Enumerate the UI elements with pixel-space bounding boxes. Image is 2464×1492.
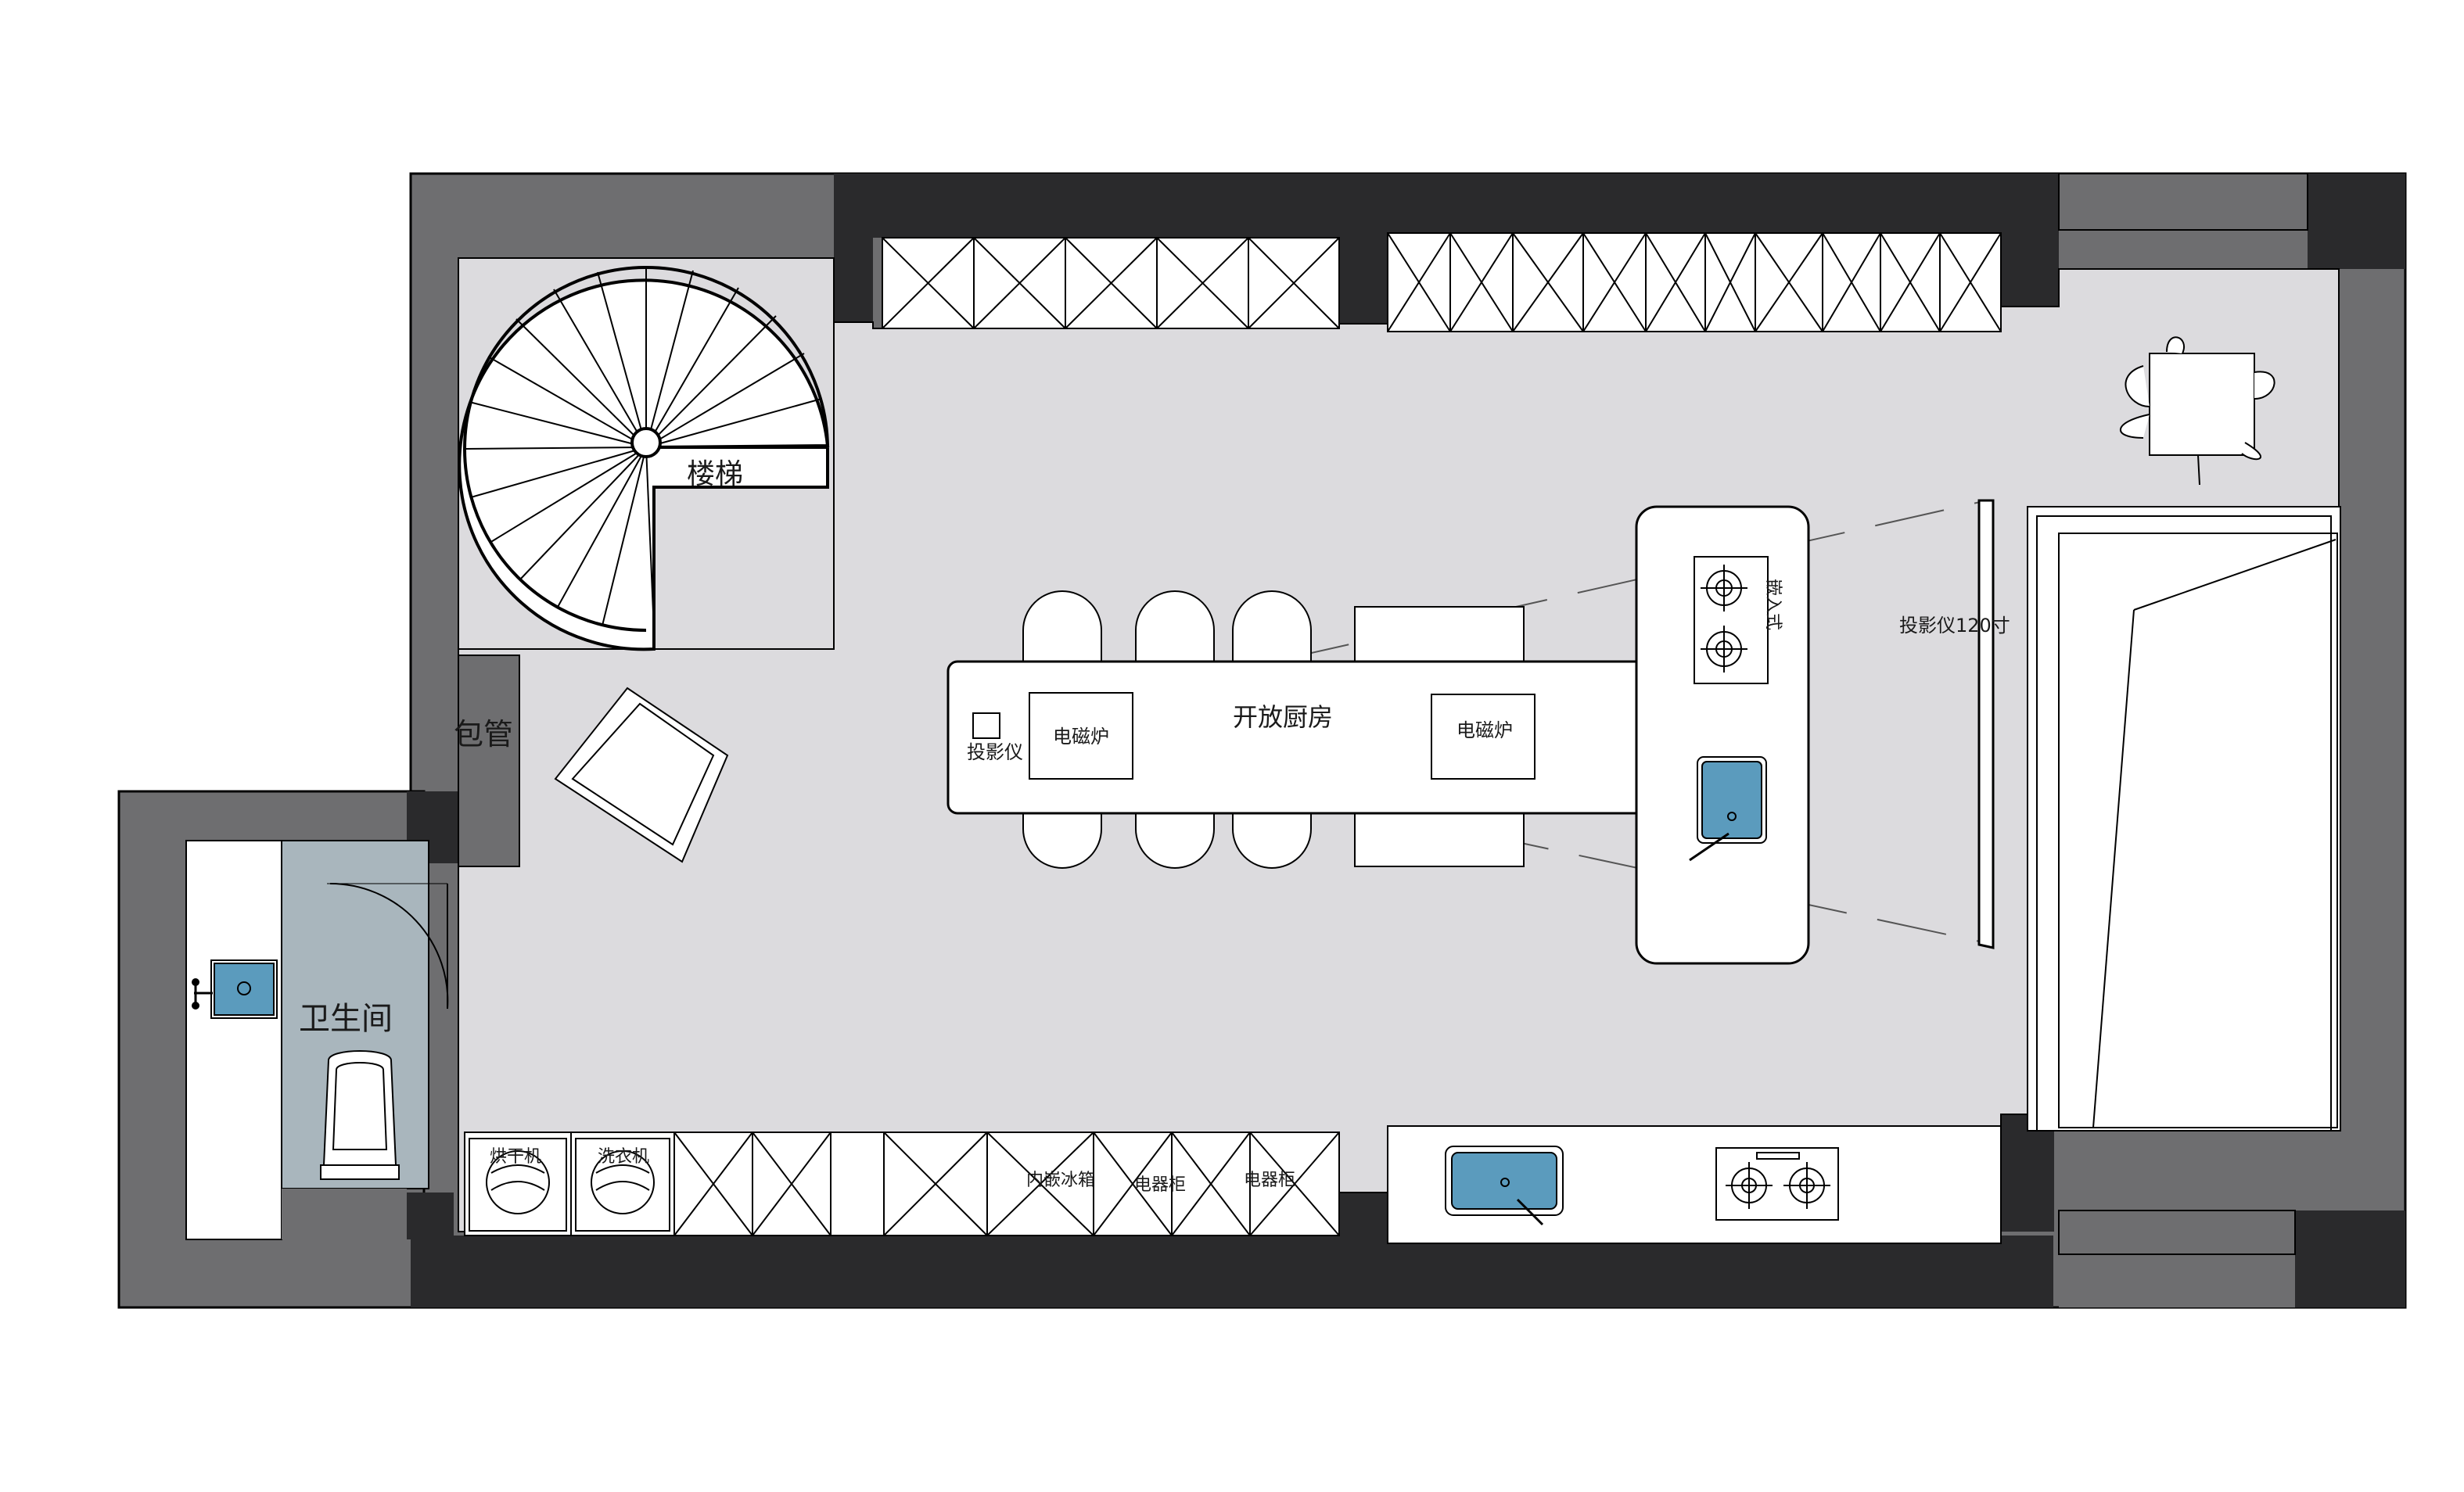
armchair — [554, 687, 729, 863]
pipe-label: 包管 — [454, 717, 513, 751]
bathroom: 卫生间 — [192, 882, 449, 1180]
open-kitchen-label: 开放厨房 — [1233, 702, 1333, 732]
plant-table — [2120, 336, 2275, 486]
projector-screen-label: 投影仪120寸 — [1899, 615, 2010, 637]
bottom-cabinets: 烘干机 洗衣机 内嵌冰箱 电器柜 电器柜 — [464, 1125, 2002, 1244]
fridge-label: 内嵌冰箱 — [1026, 1171, 1095, 1190]
appliance-cabinet-2-label: 电器柜 — [1244, 1171, 1295, 1190]
bathroom-label: 卫生间 — [299, 1001, 393, 1037]
stair-area: 楼梯 — [458, 257, 835, 651]
washer-label: 洗衣机 — [598, 1147, 649, 1167]
stairs-label: 楼梯 — [687, 458, 743, 490]
projector-screen: 投影仪120寸 — [1899, 499, 2010, 949]
appliance-cabinet-1-label: 电器柜 — [1134, 1175, 1186, 1195]
induction-right-label: 电磁炉 — [1456, 719, 1513, 741]
builtin-stove-label: 嵌入式 — [1763, 579, 1783, 630]
dryer-label: 烘干机 — [490, 1147, 541, 1167]
island: 电磁炉 电磁炉 投影仪 开放厨房 嵌入式 — [946, 505, 1810, 965]
projector-label: 投影仪 — [967, 741, 1023, 763]
pipe-chase: 包管 — [454, 655, 520, 867]
window-frame — [2027, 173, 2341, 1307]
top-cabinets — [882, 232, 2002, 332]
induction-left-label: 电磁炉 — [1053, 726, 1109, 748]
projector-box — [972, 712, 1000, 739]
